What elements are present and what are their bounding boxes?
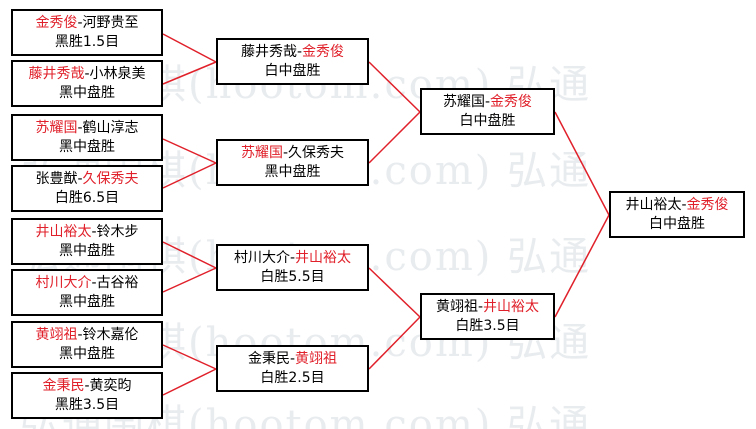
match-r3-1[interactable]: 苏耀国-金秀俊 白中盘胜 xyxy=(420,88,555,135)
match-r2-1[interactable]: 藤井秀哉-金秀俊 白中盘胜 xyxy=(216,38,369,85)
match-r1-7[interactable]: 黄翊祖-铃木嘉伦 黑中盘胜 xyxy=(11,321,163,368)
bracket-connector xyxy=(162,368,217,396)
player-winner: 金秀俊 xyxy=(302,43,345,60)
player-loser: 黄翊祖 xyxy=(435,298,478,315)
player-loser: 井山裕太 xyxy=(625,196,682,213)
player-winner: 黄翊祖 xyxy=(35,326,78,343)
match-result: 黑中盘胜 xyxy=(59,138,115,155)
match-players: 金秉民-黄奕昀 xyxy=(42,377,132,394)
match-result: 黑中盘胜 xyxy=(59,242,115,259)
match-players: 藤井秀哉-金秀俊 xyxy=(240,43,345,60)
player-loser: 铃木步 xyxy=(96,223,139,240)
match-result: 黑胜1.5目 xyxy=(54,33,120,50)
bracket-connector xyxy=(162,61,217,85)
bracket-connector xyxy=(162,138,217,164)
match-players: 苏耀国-金秀俊 xyxy=(442,93,533,110)
player-loser: 村川大介 xyxy=(233,249,290,266)
player-winner: 久保秀夫 xyxy=(82,170,139,187)
player-winner: 金秉民 xyxy=(42,377,85,394)
match-result: 黑中盘胜 xyxy=(59,345,115,362)
match-result: 白中盘胜 xyxy=(264,62,321,79)
match-r2-3[interactable]: 村川大介-井山裕太 白胜5.5目 xyxy=(216,244,369,291)
match-players: 黄翊祖-井山裕太 xyxy=(435,298,540,315)
bracket-connector xyxy=(162,162,217,189)
match-result: 白胜2.5目 xyxy=(260,369,325,386)
match-players: 村川大介-井山裕太 xyxy=(233,249,352,266)
player-loser: 小林泉美 xyxy=(89,65,146,82)
match-result: 白中盘胜 xyxy=(459,112,516,129)
match-result: 白胜6.5目 xyxy=(54,189,120,206)
player-winner: 井山裕太 xyxy=(295,249,352,266)
match-result: 黑中盘胜 xyxy=(59,293,115,310)
bracket-connector xyxy=(162,344,217,370)
player-winner: 井山裕太 xyxy=(35,223,92,240)
match-r1-2[interactable]: 藤井秀哉-小林泉美 黑中盘胜 xyxy=(11,60,163,107)
match-r2-4[interactable]: 金秉民-黄翊祖 白胜2.5目 xyxy=(216,345,369,392)
bracket-connector xyxy=(554,111,610,216)
bracket-connector xyxy=(554,214,610,318)
match-r1-4[interactable]: 张豊猷-久保秀夫 白胜6.5目 xyxy=(11,165,163,212)
player-winner: 黄翊祖 xyxy=(295,350,338,367)
bracket-connector xyxy=(368,61,421,113)
match-players: 井山裕太-金秀俊 xyxy=(625,196,729,213)
bracket-connector xyxy=(162,267,217,293)
bracket-connector xyxy=(162,241,217,269)
player-loser: 铃木嘉伦 xyxy=(82,326,139,343)
player-loser: 河野贵至 xyxy=(82,14,139,31)
bracket-connector xyxy=(162,33,217,63)
match-result: 黑中盘胜 xyxy=(59,84,115,101)
match-r1-5[interactable]: 井山裕太-铃木步 黑中盘胜 xyxy=(11,218,163,265)
match-r1-6[interactable]: 村川大介-古谷裕 黑中盘胜 xyxy=(11,269,163,316)
match-r3-2[interactable]: 黄翊祖-井山裕太 白胜3.5目 xyxy=(420,293,555,340)
bracket-connector xyxy=(368,316,421,370)
match-players: 藤井秀哉-小林泉美 xyxy=(28,65,146,82)
match-players: 苏耀国-久保秀夫 xyxy=(240,144,345,161)
match-result: 黑胜3.5目 xyxy=(54,396,120,413)
bracket-connector xyxy=(368,111,421,164)
bracket-connector xyxy=(368,267,421,318)
match-final[interactable]: 井山裕太-金秀俊 白中盘胜 xyxy=(609,191,745,238)
match-players: 张豊猷-久保秀夫 xyxy=(35,170,139,187)
player-winner: 苏耀国 xyxy=(35,119,78,136)
match-players: 井山裕太-铃木步 xyxy=(35,223,139,240)
match-result: 白胜3.5目 xyxy=(455,317,520,334)
player-winner: 藤井秀哉 xyxy=(28,65,85,82)
match-r2-2[interactable]: 苏耀国-久保秀夫 黑中盘胜 xyxy=(216,139,369,186)
player-loser: 苏耀国 xyxy=(442,93,485,110)
match-result: 白胜5.5目 xyxy=(260,268,325,285)
player-loser: 鹤山淳志 xyxy=(82,119,139,136)
player-loser: 久保秀夫 xyxy=(288,144,345,161)
player-loser: 金秉民 xyxy=(247,350,290,367)
player-loser: 黄奕昀 xyxy=(89,377,132,394)
player-winner: 井山裕太 xyxy=(483,298,540,315)
player-winner: 金秀俊 xyxy=(686,196,729,213)
match-players: 黄翊祖-铃木嘉伦 xyxy=(35,326,139,343)
match-r1-3[interactable]: 苏耀国-鹤山淳志 黑中盘胜 xyxy=(11,114,163,161)
match-players: 苏耀国-鹤山淳志 xyxy=(35,119,139,136)
player-winner: 金秀俊 xyxy=(35,14,78,31)
match-r1-1[interactable]: 金秀俊-河野贵至 黑胜1.5目 xyxy=(11,9,163,56)
match-result: 白中盘胜 xyxy=(649,215,705,232)
player-loser: 张豊猷 xyxy=(35,170,78,187)
player-loser: 古谷裕 xyxy=(96,274,139,291)
player-winner: 村川大介 xyxy=(35,274,92,291)
player-winner: 苏耀国 xyxy=(240,144,283,161)
match-players: 金秀俊-河野贵至 xyxy=(35,14,139,31)
match-players: 金秉民-黄翊祖 xyxy=(247,350,338,367)
player-loser: 藤井秀哉 xyxy=(240,43,297,60)
match-r1-8[interactable]: 金秉民-黄奕昀 黑胜3.5目 xyxy=(11,372,163,419)
player-winner: 金秀俊 xyxy=(490,93,533,110)
match-players: 村川大介-古谷裕 xyxy=(35,274,139,291)
match-result: 黑中盘胜 xyxy=(264,163,321,180)
